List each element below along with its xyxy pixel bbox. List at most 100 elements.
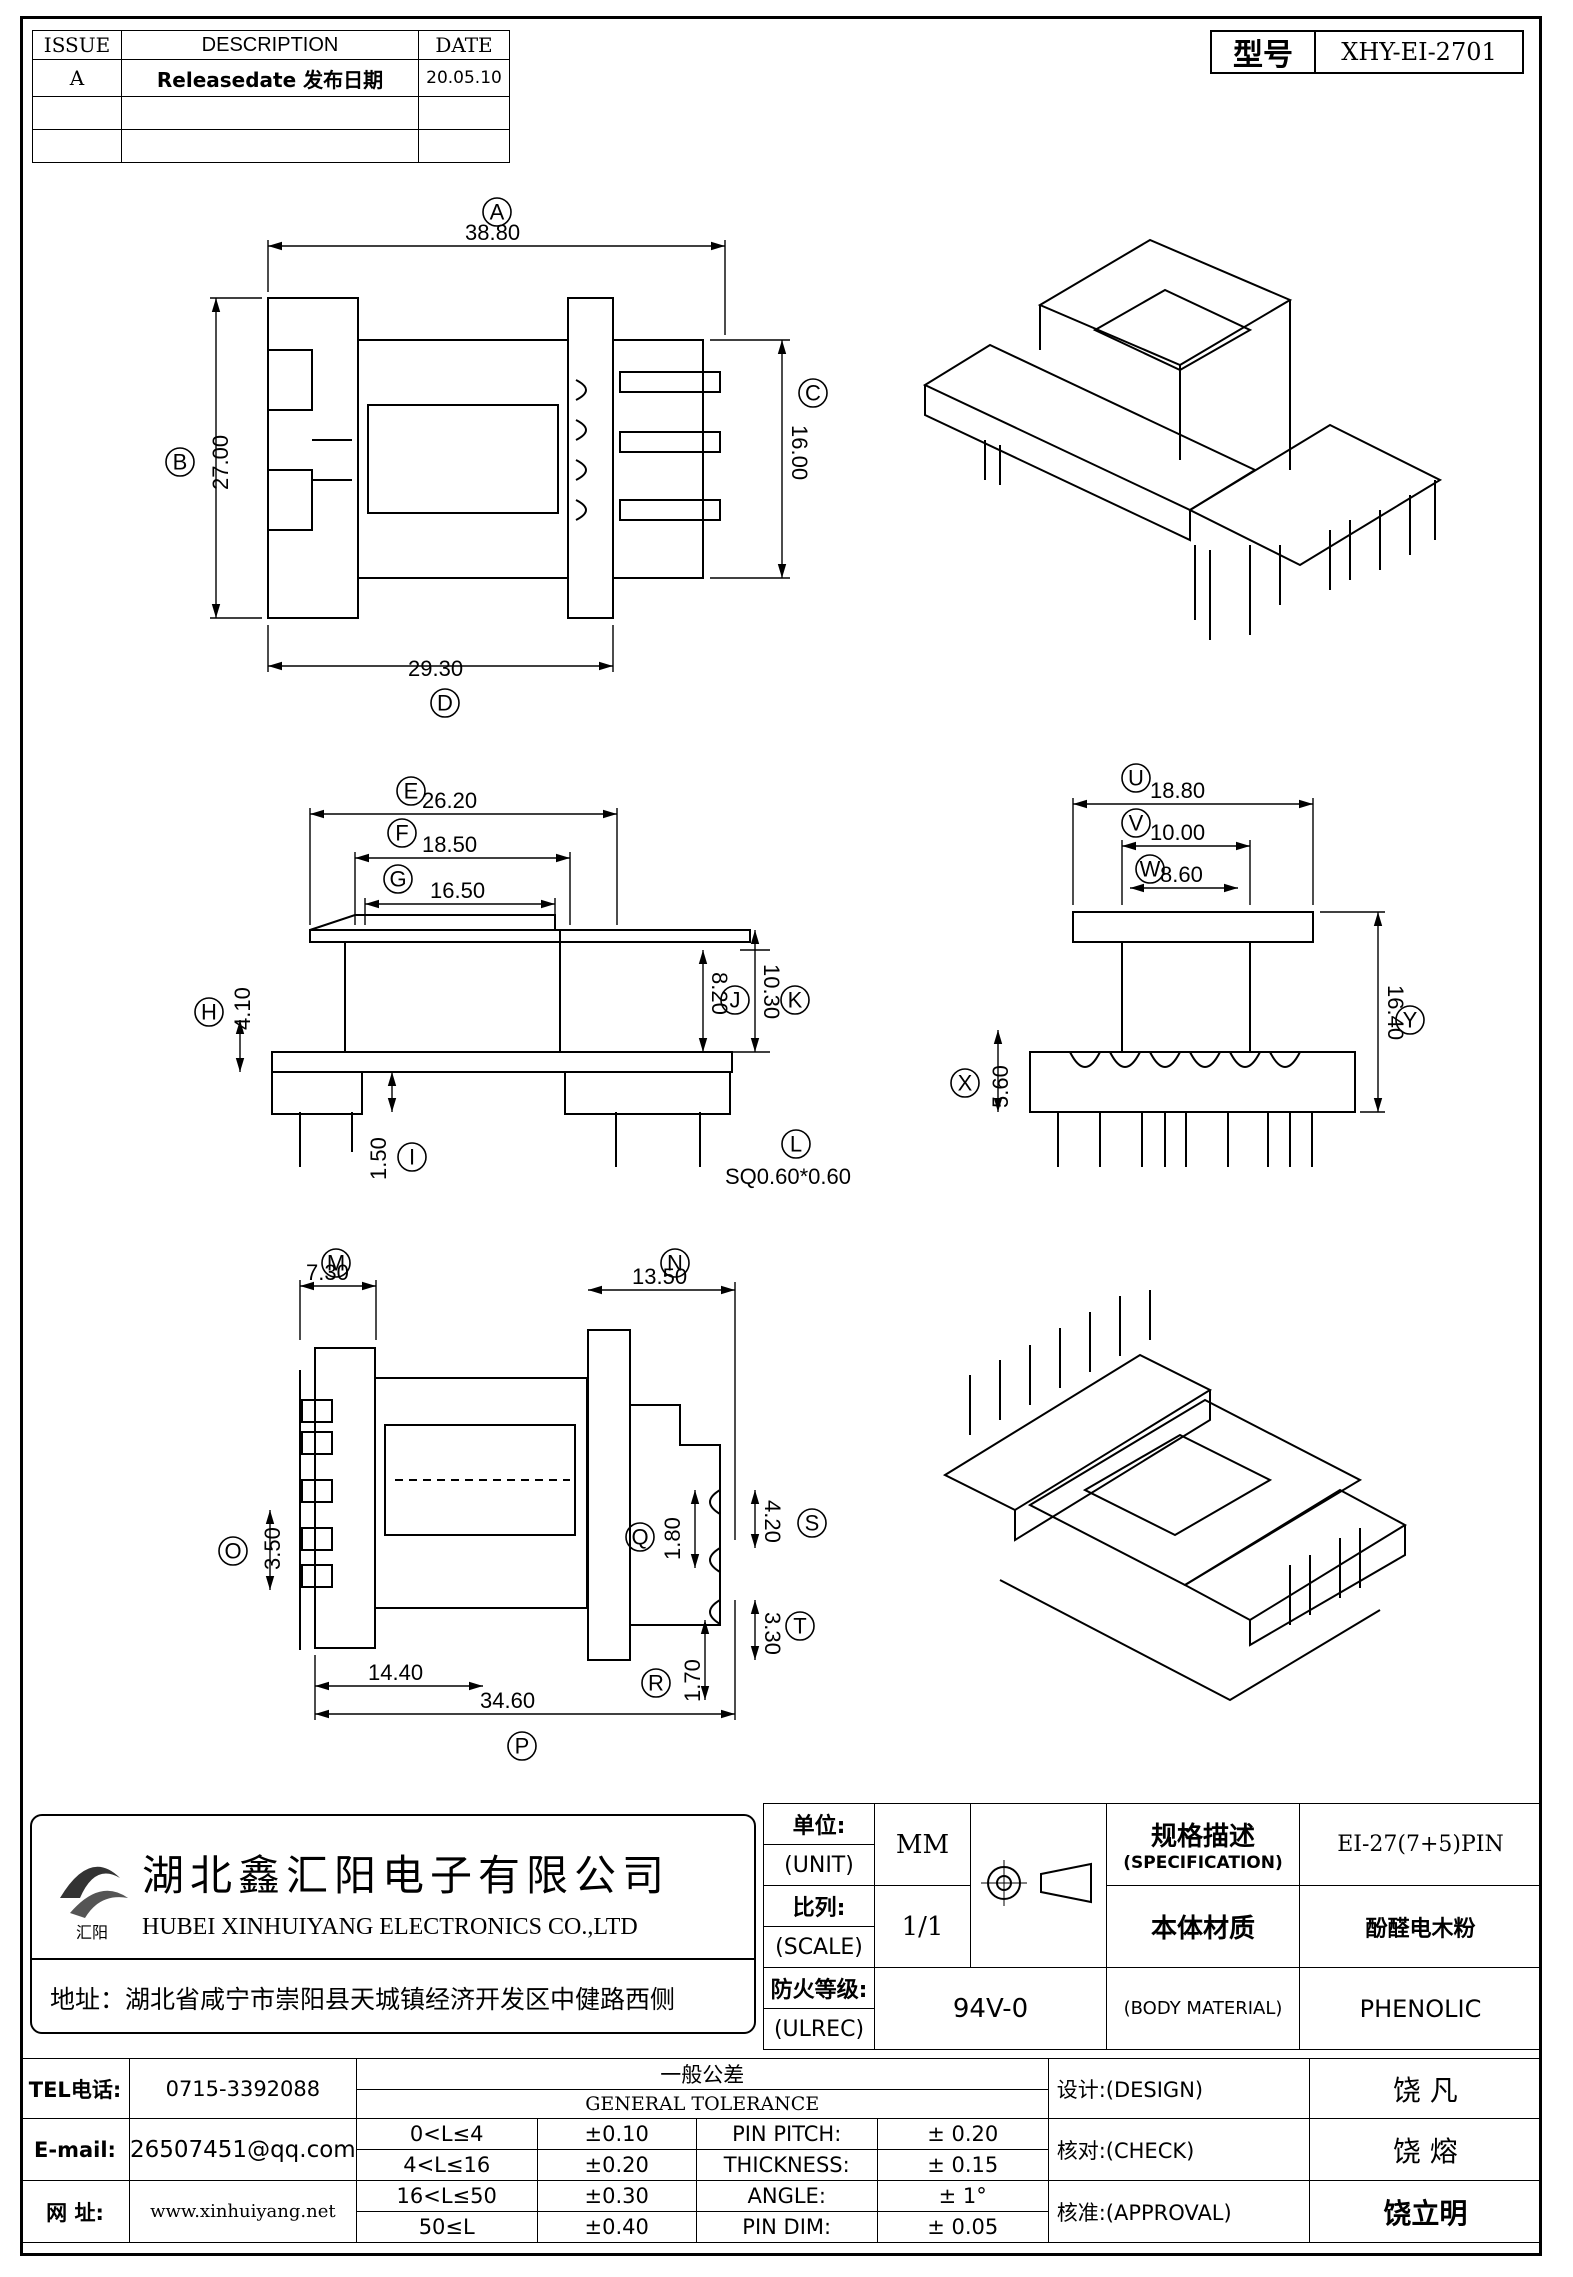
technical-drawing: 38.80 27.00 16.00 29.30 26.20 18.50 16.5… [165, 197, 1443, 1761]
dim-y-value: 16.40 [1383, 985, 1408, 1040]
tolerance-title-cn: 一般公差 [355, 2058, 1049, 2090]
svg-text:D: D [437, 691, 453, 716]
tol-item-value-1: ± 0.15 [876, 2149, 1049, 2181]
description-header: DESCRIPTION [121, 30, 419, 60]
svg-text:O: O [224, 1539, 241, 1564]
revision-table: ISSUE DESCRIPTION DATE A Releasedate 发布日… [32, 30, 510, 163]
tol-item-2: ANGLE: [695, 2180, 878, 2212]
company-name-cn: 湖北鑫汇阳电子有限公司 [142, 1851, 671, 1900]
company-address: 地址：湖北省咸宁市崇阳县天城镇经济开发区中健路西侧 [32, 1958, 754, 2016]
unit-label-en: (UNIT) [763, 1844, 875, 1886]
svg-text:P: P [515, 1734, 530, 1759]
svg-text:H: H [201, 1000, 217, 1025]
info-table: 单位: MM 规格描述(SPECIFICATION) EI-27(7+5)PIN… [763, 1803, 1542, 2050]
scale-value: 1/1 [874, 1885, 971, 1968]
dim-a-value: 38.80 [465, 220, 520, 245]
svg-text:K: K [788, 988, 803, 1013]
spec-value: EI-27(7+5)PIN [1299, 1803, 1542, 1886]
tol-item-value-3: ± 0.05 [876, 2211, 1049, 2243]
dim-e-value: 26.20 [422, 788, 477, 813]
web-value[interactable]: www.xinhuiyang.net [129, 2180, 357, 2243]
svg-text:I: I [409, 1145, 415, 1170]
side-view [1029, 911, 1356, 1167]
svg-text:F: F [395, 821, 408, 846]
tol-range-3: 50≤L [355, 2211, 538, 2243]
unit-label-cn: 单位: [763, 1803, 875, 1845]
dim-t-value: 3.30 [760, 1612, 785, 1655]
dim-s-value: 4.20 [760, 1500, 785, 1543]
material-label-en: (BODY MATERIAL) [1106, 1967, 1300, 2050]
svg-text:Y: Y [1403, 1008, 1418, 1033]
model-value: XHY-EI-2701 [1341, 38, 1497, 66]
date-cell: 20.05.10 [418, 59, 510, 97]
front-view [271, 914, 751, 1167]
third-angle-projection-icon [980, 1859, 1092, 1906]
bottom-view [299, 1329, 721, 1661]
fire-value: 94V-0 [874, 1967, 1107, 2050]
tol-item-value-0: ± 0.20 [876, 2118, 1049, 2150]
email-value: 26507451@qq.com [129, 2118, 357, 2181]
dim-j-value: 8.20 [707, 972, 732, 1015]
company-block: 汇阳 湖北鑫汇阳电子有限公司 HUBEI XINHUIYANG ELECTRON… [30, 1814, 756, 2034]
svg-text:G: G [389, 867, 406, 892]
dim-i-value: 1.50 [366, 1137, 391, 1180]
dim-x-value: 5.60 [988, 1065, 1013, 1108]
tol-item-0: PIN PITCH: [695, 2118, 878, 2150]
dim-w-value: 8.60 [1160, 862, 1203, 887]
tol-range-0: 0<L≤4 [355, 2118, 538, 2150]
model-label: 型号 [1212, 32, 1316, 73]
svg-text:N: N [667, 1251, 683, 1276]
svg-text:X: X [958, 1071, 973, 1096]
svg-text:C: C [805, 381, 821, 406]
spec-label: 规格描述(SPECIFICATION) [1106, 1803, 1300, 1886]
tol-range-1: 4<L≤16 [355, 2149, 538, 2181]
tol-value-1: ±0.20 [536, 2149, 697, 2181]
iso-view-bottom [942, 1290, 1408, 1702]
dim-d-value: 29.30 [408, 656, 463, 681]
design-label: 设计:(DESIGN) [1047, 2058, 1310, 2119]
dim-l-value: SQ0.60*0.60 [725, 1164, 851, 1189]
scale-label-cn: 比列: [763, 1885, 875, 1927]
dim-c-value: 16.00 [787, 425, 812, 480]
material-value-en: PHENOLIC [1299, 1967, 1542, 2050]
svg-text:W: W [1140, 857, 1161, 882]
tol-value-2: ±0.30 [536, 2180, 697, 2212]
dim-v-value: 10.00 [1150, 820, 1205, 845]
material-label: 本体材质 [1106, 1885, 1300, 1968]
svg-text:L: L [790, 1132, 802, 1157]
svg-text:R: R [648, 1671, 664, 1696]
tol-item-3: PIN DIM: [695, 2211, 878, 2243]
svg-text:J: J [730, 988, 741, 1013]
dim-u-value: 18.80 [1150, 778, 1205, 803]
tel-label: TEL电话: [20, 2058, 130, 2119]
dim-p-value: 34.60 [480, 1688, 535, 1713]
unit-value: MM [874, 1803, 971, 1886]
fire-label-cn: 防火等级: [763, 1967, 875, 2009]
material-value-cn: 酚醛电木粉 [1299, 1885, 1542, 1968]
dim-r-value: 1.70 [680, 1659, 705, 1702]
dim-g-value: 16.50 [430, 878, 485, 903]
top-view [267, 297, 721, 619]
scale-label-en: (SCALE) [763, 1926, 875, 1968]
tel-value: 0715-3392088 [129, 2058, 357, 2119]
check-label: 核对:(CHECK) [1047, 2118, 1310, 2181]
svg-text:B: B [173, 450, 188, 475]
company-logo-icon: 汇阳 [60, 1866, 128, 1942]
svg-text:V: V [1129, 811, 1144, 836]
tol-value-0: ±0.10 [536, 2118, 697, 2150]
tolerance-title-en: GENERAL TOLERANCE [355, 2089, 1049, 2119]
drawing-sheet [20, 16, 1542, 2256]
email-label: E-mail: [20, 2118, 130, 2181]
fire-label-en: (ULREC) [763, 2008, 875, 2050]
design-value: 饶 凡 [1308, 2058, 1543, 2119]
dim-k-value: 10.30 [759, 964, 784, 1019]
dim-f-value: 18.50 [422, 832, 477, 857]
dim-m-value: 7.30 [306, 1260, 349, 1285]
svg-text:E: E [404, 779, 419, 804]
date-header: DATE [418, 30, 510, 60]
svg-text:U: U [1128, 766, 1144, 791]
dim-h-value: 4.10 [230, 987, 255, 1030]
tol-item-value-2: ± 1° [876, 2180, 1049, 2212]
tol-range-2: 16<L≤50 [355, 2180, 538, 2212]
svg-text:S: S [805, 1511, 820, 1536]
